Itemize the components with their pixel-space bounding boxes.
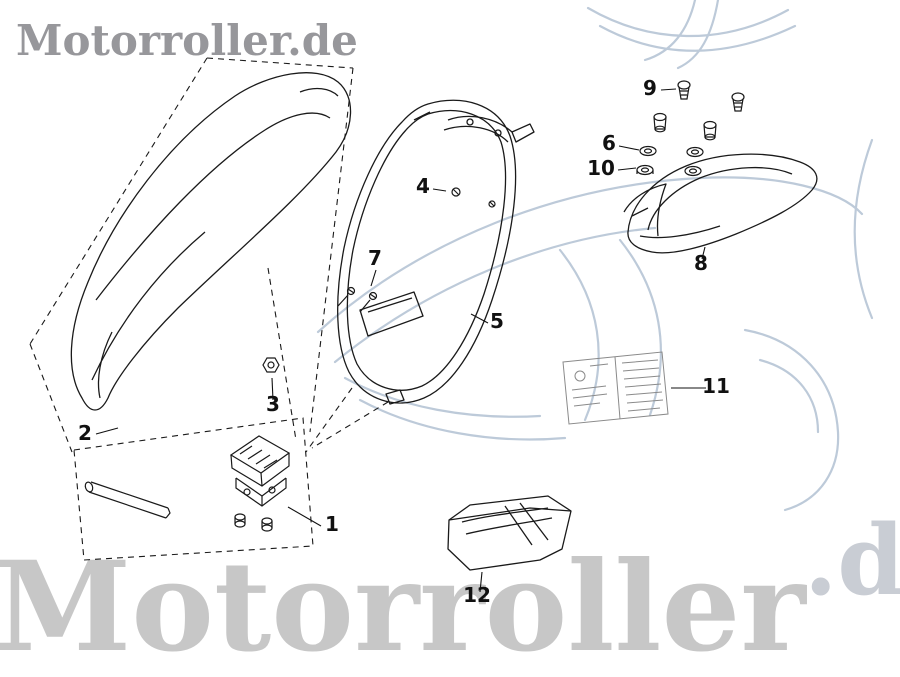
screws-part-4-7 <box>337 187 496 313</box>
part-label-7: 7 <box>368 246 382 270</box>
part-label-11: 11 <box>702 374 730 398</box>
part-label-2: 2 <box>78 421 92 445</box>
seat-bucket-part-5 <box>337 99 535 405</box>
info-sticker-part-11 <box>562 351 669 425</box>
part-label-9: 9 <box>643 76 657 100</box>
rear-cover-part-8 <box>623 153 818 254</box>
nut-part-3 <box>262 357 280 373</box>
seat-part-2 <box>70 72 352 411</box>
top-logo-text: Motorroller.de <box>16 16 358 65</box>
bottom-watermark-text: Motorroller <box>0 535 807 677</box>
part-label-4: 4 <box>416 174 430 198</box>
part-label-5: 5 <box>490 309 504 333</box>
part-label-6: 6 <box>602 131 616 155</box>
part-label-1: 1 <box>325 512 339 536</box>
hinge-part-1 <box>84 435 291 532</box>
leader-lines <box>95 88 706 593</box>
bottom-right-watermark-text: .d <box>804 504 900 617</box>
part-label-8: 8 <box>694 251 708 275</box>
part-label-10: 10 <box>587 156 615 180</box>
tool-pouch-part-12 <box>447 495 572 571</box>
scooter-sketch-watermark <box>316 0 874 512</box>
part-label-3: 3 <box>266 392 280 416</box>
dashed-construction-lines <box>29 57 389 561</box>
part-label-12: 12 <box>463 583 491 607</box>
fastener-cluster <box>636 80 745 177</box>
